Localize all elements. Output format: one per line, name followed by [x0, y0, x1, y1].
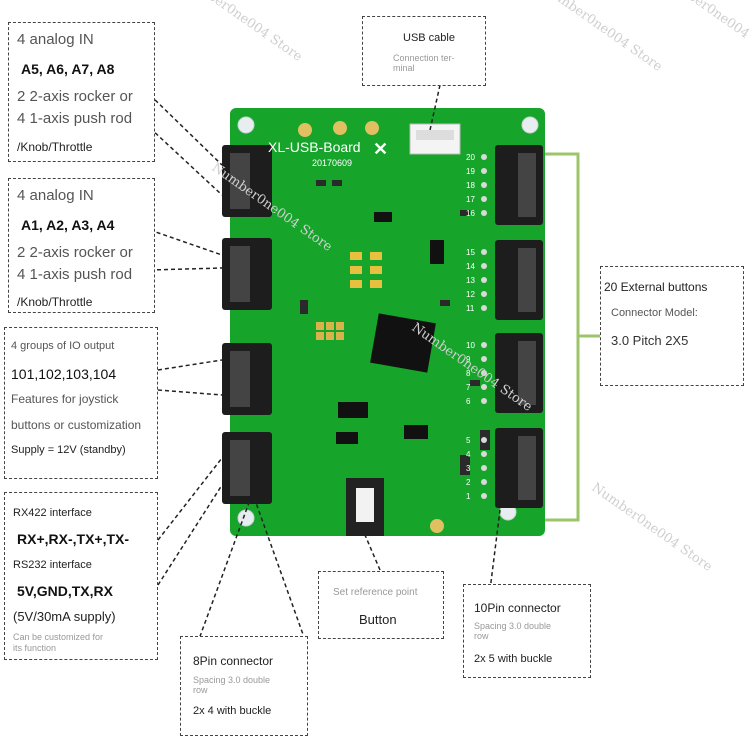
pin-pad [481, 398, 487, 404]
pin-pad [481, 263, 487, 269]
board-date-label: 20170609 [312, 158, 352, 168]
callout-title: USB cable [403, 32, 455, 44]
rs232-pins: 5V,GND,TX,RX [17, 583, 113, 599]
callout-line: minal [393, 63, 415, 73]
callout-line: row [193, 685, 208, 695]
button-number-label: 17 [466, 195, 475, 204]
button-number-label: 11 [466, 304, 475, 313]
pin-pad [481, 384, 487, 390]
reference-button-callout: Set reference point Button [318, 571, 444, 639]
analog-in-a1-a4-callout: 4 analog IN A1, A2, A3, A4 2 2-axis rock… [8, 178, 155, 313]
pin-pad [481, 437, 487, 443]
pin-pad [481, 210, 487, 216]
button-number-label: 13 [466, 276, 475, 285]
supply-note: (5V/30mA supply) [13, 609, 116, 624]
board-name-label: XL-USB-Board [268, 139, 361, 155]
callout-line: 2 2-axis rocker or [17, 88, 133, 105]
button-number-label: 6 [466, 397, 471, 406]
button-number-label: 20 [466, 153, 475, 162]
pin-pad [481, 465, 487, 471]
callout-title: 4 analog IN [17, 31, 94, 48]
pin-pad [481, 305, 487, 311]
callout-label: Button [359, 612, 397, 627]
button-number-label: 4 [466, 450, 471, 459]
pin-pad [481, 168, 487, 174]
button-number-label: 14 [466, 262, 475, 271]
button-number-label: 1 [466, 492, 471, 501]
usb-cable-callout: USB cable Connection ter- minal [362, 16, 486, 86]
pin10-connector-callout: 10Pin connector Spacing 3.0 double row 2… [463, 584, 591, 678]
callout-title: 8Pin connector [193, 654, 274, 668]
pin-pad [481, 370, 487, 376]
pin-pad [481, 196, 487, 202]
rx422-title: RX422 interface [13, 507, 92, 519]
button-number-label: 16 [466, 209, 475, 218]
external-buttons-bracket [545, 152, 580, 522]
rx422-pins: RX+,RX-,TX+,TX- [17, 531, 130, 547]
button-number-labels: 20 19 18 17 16 15 14 13 12 11 10 9 8 7 6 5 4 3 2 1 [466, 153, 487, 501]
callout-line: 4 1-axis push rod [17, 266, 133, 283]
custom-note: Can be customized for [13, 632, 104, 642]
button-number-label: 12 [466, 290, 475, 299]
callout-line: 4 1-axis push rod [17, 110, 133, 127]
callout-line: /Knob/Throttle [17, 295, 93, 309]
main-chip [370, 313, 436, 373]
button-number-label: 8 [466, 369, 471, 378]
analog-in-a5-a8-callout: 4 analog IN A5, A6, A7, A8 2 2-axis rock… [8, 22, 155, 162]
callout-line: 2x 5 with buckle [474, 653, 553, 665]
serial-interface-callout: RX422 interface RX+,RX-,TX+,TX- RS232 in… [4, 492, 158, 660]
callout-title: 4 analog IN [17, 187, 94, 204]
callout-line: Features for joystick [11, 392, 119, 406]
callout-title: 20 External buttons [604, 280, 708, 294]
pin-pad [481, 291, 487, 297]
pin8-connector-callout: 8Pin connector Spacing 3.0 double row 2x… [180, 636, 308, 736]
pin-pad [481, 356, 487, 362]
button-number-label: 2 [466, 478, 471, 487]
button-number-label: 18 [466, 181, 475, 190]
callout-pins: A1, A2, A3, A4 [21, 217, 115, 233]
callout-line: 2 2-axis rocker or [17, 244, 133, 261]
pin-pad [481, 342, 487, 348]
callout-title: 10Pin connector [474, 601, 561, 615]
callout-pins: 101,102,103,104 [11, 366, 117, 382]
pin-pad [481, 182, 487, 188]
callout-line: buttons or customization [11, 418, 142, 432]
callout-line: Connection ter- [393, 53, 455, 63]
callout-title: 4 groups of IO output [11, 340, 115, 352]
pin-pad [481, 493, 487, 499]
callout-pins: A5, A6, A7, A8 [21, 61, 115, 77]
callout-line: Spacing 3.0 double [193, 675, 271, 685]
svg-text:✕: ✕ [373, 139, 388, 159]
rs232-title: RS232 interface [13, 559, 92, 571]
button-number-label: 5 [466, 436, 471, 445]
button-number-label: 19 [466, 167, 475, 176]
button-number-label: 7 [466, 383, 471, 392]
callout-line: 2x 4 with buckle [193, 705, 272, 717]
callout-line: row [474, 631, 489, 641]
callout-line: /Knob/Throttle [17, 140, 93, 154]
pin-pad [481, 479, 487, 485]
button-number-label: 10 [466, 341, 475, 350]
button-number-label: 9 [466, 355, 471, 364]
callout-line: Connector Model: [611, 307, 698, 319]
callout-line: 3.0 Pitch 2X5 [611, 333, 689, 348]
button-number-label: 15 [466, 248, 475, 257]
custom-note: its function [13, 643, 57, 653]
callout-title: Set reference point [333, 587, 418, 598]
callout-line: Spacing 3.0 double [474, 621, 552, 631]
callout-line: Supply = 12V (standby) [11, 444, 126, 456]
pin-pad [481, 154, 487, 160]
button-number-label: 3 [466, 464, 471, 473]
pin-pad [481, 451, 487, 457]
pin-pad [481, 277, 487, 283]
io-output-callout: 4 groups of IO output 101,102,103,104 Fe… [4, 327, 158, 479]
external-buttons-callout: 20 External buttons Connector Model: 3.0… [600, 266, 744, 386]
pin-pad [481, 249, 487, 255]
